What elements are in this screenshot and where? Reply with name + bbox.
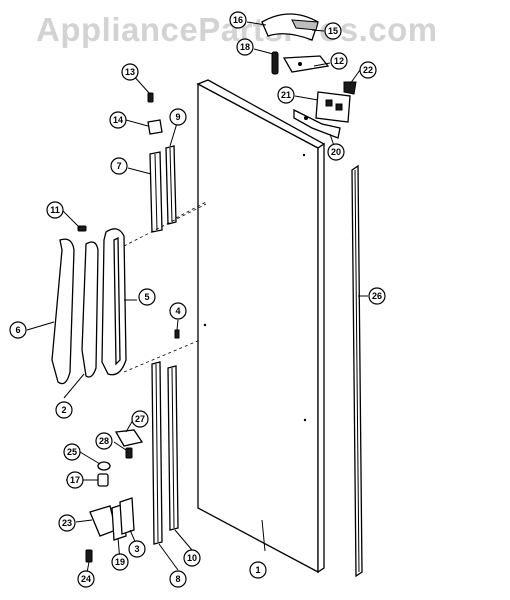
- callout-label-15: 15: [328, 26, 338, 36]
- callout-5: 5: [138, 288, 156, 306]
- callout-label-2: 2: [61, 405, 66, 415]
- callout-label-13: 13: [125, 67, 135, 77]
- part-handle-strip-7: [149, 151, 163, 233]
- part-hinge-bracket-12: [282, 55, 330, 73]
- part-hinge-plate-21: [315, 91, 351, 123]
- callout-11: 11: [46, 201, 64, 219]
- callout-label-10: 10: [187, 553, 197, 563]
- part-hinge-block-20: [293, 108, 341, 139]
- callout-label-5: 5: [144, 292, 149, 302]
- callout-26: 26: [368, 287, 386, 305]
- part-top-hinge-cover: [261, 13, 319, 41]
- callout-label-1: 1: [255, 565, 260, 575]
- part-door-gasket: [351, 164, 363, 578]
- callout-1: 1: [249, 561, 267, 579]
- callout-7: 7: [110, 157, 128, 175]
- callout-18: 18: [236, 38, 254, 56]
- callout-label-24: 24: [81, 574, 91, 584]
- callout-4: 4: [169, 302, 187, 320]
- callout-24: 24: [77, 570, 95, 588]
- part-strip-10: [167, 365, 179, 531]
- callout-28: 28: [95, 432, 113, 450]
- callout-label-9: 9: [175, 112, 180, 122]
- callout-20: 20: [327, 143, 345, 161]
- part-handle-6: [51, 238, 75, 385]
- callout-16: 16: [229, 11, 247, 29]
- part-bracket-27: [114, 429, 144, 447]
- callout-9: 9: [169, 108, 187, 126]
- callout-19: 19: [111, 553, 129, 571]
- callout-label-17: 17: [70, 475, 80, 485]
- callout-label-11: 11: [50, 205, 60, 215]
- callout-label-19: 19: [115, 557, 125, 567]
- callout-15: 15: [324, 22, 342, 40]
- callout-21: 21: [277, 86, 295, 104]
- part-washer-25: [97, 461, 111, 471]
- callout-2: 2: [55, 401, 73, 419]
- part-door-panel: [196, 79, 326, 574]
- callout-23: 23: [58, 514, 76, 532]
- assembly-line-5: [123, 203, 207, 247]
- callout-label-14: 14: [113, 115, 123, 125]
- part-handle-insert-2: [81, 241, 99, 378]
- callout-label-27: 27: [135, 414, 145, 424]
- callout-label-4: 4: [175, 306, 180, 316]
- callout-6: 6: [9, 321, 27, 339]
- assembly-line-2: [123, 339, 201, 373]
- callout-label-28: 28: [99, 436, 109, 446]
- callout-13: 13: [121, 63, 139, 81]
- callout-label-7: 7: [116, 161, 121, 171]
- callout-25: 25: [63, 443, 81, 461]
- callout-17: 17: [66, 471, 84, 489]
- part-handle-5: [101, 228, 127, 376]
- part-screw-4: [174, 329, 180, 339]
- callout-label-26: 26: [372, 291, 382, 301]
- part-screw-24: [85, 549, 93, 563]
- callout-8: 8: [169, 570, 187, 588]
- callout-3: 3: [128, 540, 146, 558]
- callout-label-12: 12: [334, 56, 344, 66]
- callout-leaders: [26, 21, 368, 579]
- part-bracket-14: [147, 119, 163, 135]
- callout-10: 10: [183, 549, 201, 567]
- part-screw-28: [125, 447, 133, 459]
- callout-label-16: 16: [233, 15, 243, 25]
- callout-label-21: 21: [281, 90, 291, 100]
- callout-label-25: 25: [67, 447, 77, 457]
- callout-label-18: 18: [240, 42, 250, 52]
- part-hinge-screw-18: [271, 51, 279, 75]
- part-strip-8: [151, 361, 163, 545]
- callout-14: 14: [109, 111, 127, 129]
- part-plate-3: [119, 497, 135, 535]
- callout-label-3: 3: [134, 544, 139, 554]
- callout-label-6: 6: [15, 325, 20, 335]
- callout-12: 12: [330, 52, 348, 70]
- callout-label-23: 23: [62, 518, 72, 528]
- callout-label-20: 20: [331, 147, 341, 157]
- callout-label-22: 22: [363, 65, 373, 75]
- part-screw-13: [147, 92, 154, 103]
- callout-label-8: 8: [175, 574, 180, 584]
- callout-22: 22: [359, 61, 377, 79]
- callout-27: 27: [131, 410, 149, 428]
- part-trim-strip-9: [165, 145, 177, 225]
- part-screw-11: [77, 225, 87, 232]
- part-bushing-17: [97, 473, 109, 487]
